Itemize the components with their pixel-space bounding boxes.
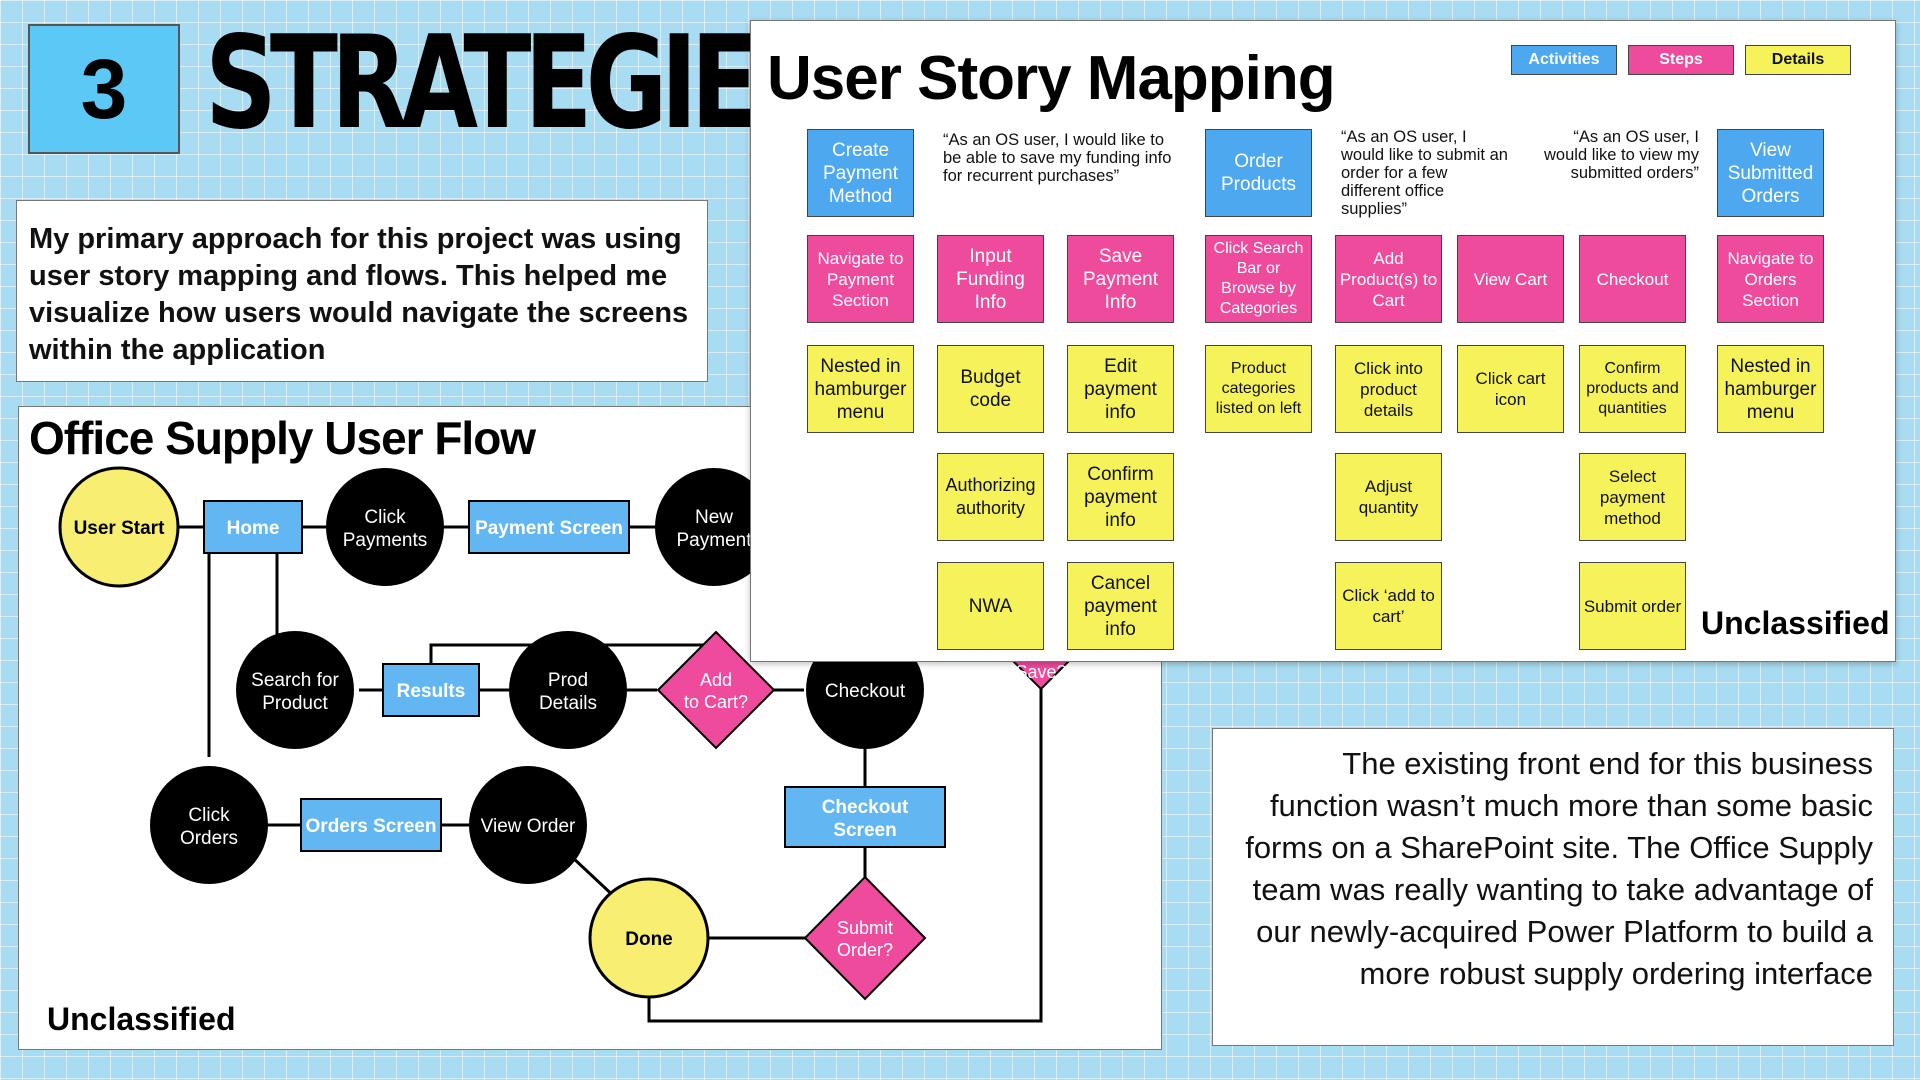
flow-node-payment-screen: Payment Screen (468, 500, 630, 554)
new-payment-label-2: Payment (677, 530, 753, 551)
flow-node-new-payment: New Payment (655, 468, 773, 586)
step-search-browse: Click Search Bar or Browse by Categories (1205, 235, 1312, 323)
detail-edit-payment: Edit payment info (1067, 345, 1174, 433)
user-story-quote-3: “As an OS user, I would like to view my … (1544, 128, 1699, 182)
click-orders-label-1: Click (188, 805, 230, 826)
prod-details-label-2: Details (539, 693, 597, 714)
flow-node-prod-details: Prod Details (509, 631, 627, 749)
results-label: Results (397, 681, 466, 702)
flow-node-click-payments: Click Payments (326, 468, 444, 586)
context-note-text: The existing front end for this business… (1245, 746, 1873, 991)
home-label: Home (227, 518, 280, 539)
detail-adjust-quantity: Adjust quantity (1335, 453, 1442, 541)
search-product-label-2: Product (262, 693, 328, 714)
activity-create-payment: Create Payment Method (807, 129, 914, 217)
add-to-cart-label-2: to Cart? (684, 692, 748, 712)
flow-node-checkout-screen: Checkout Screen (784, 786, 946, 848)
detail-confirm-products: Confirm products and quantities (1579, 345, 1686, 433)
story-map-card: User Story Mapping Activities Steps Deta… (750, 20, 1896, 662)
step-view-cart: View Cart (1457, 235, 1564, 323)
checkout-screen-label-1: Checkout (822, 797, 909, 818)
legend-steps: Steps (1628, 45, 1734, 75)
flow-node-click-orders: Click Orders (150, 766, 268, 884)
page-title: STRATEGIES (205, 9, 824, 158)
detail-click-add-to-cart: Click ‘add to cart’ (1335, 562, 1442, 650)
activity-order-products: Order Products (1205, 129, 1312, 217)
flow-node-search-product: Search for Product (236, 631, 354, 749)
flow-node-add-to-cart: Add to Cart? (656, 630, 776, 750)
search-product-label-1: Search for (251, 670, 339, 691)
intro-text: My primary approach for this project was… (29, 223, 689, 366)
checkout-screen-label-2: Screen (833, 820, 896, 841)
activity-view-orders: View Submitted Orders (1717, 129, 1824, 217)
flow-node-results: Results (382, 663, 480, 717)
section-number: 3 (80, 41, 128, 136)
flow-node-view-order: View Order (469, 766, 587, 884)
add-to-cart-label-1: Add (700, 670, 732, 690)
detail-click-cart-icon: Click cart icon (1457, 345, 1564, 433)
click-orders-label-2: Orders (180, 828, 238, 849)
context-note-card: The existing front end for this business… (1212, 728, 1894, 1046)
user-story-quote-1: “As an OS user, I would like to be able … (943, 131, 1172, 185)
detail-authorizing-authority: Authorizing authority (937, 453, 1044, 541)
flow-node-home: Home (203, 500, 303, 554)
click-payments-label-1: Click (364, 507, 406, 528)
view-order-label: View Order (481, 816, 576, 837)
user-story-quote-2: “As an OS user, I would like to submit a… (1341, 128, 1508, 218)
user-flow-title: Office Supply User Flow (29, 412, 536, 464)
detail-nested-menu-2: Nested in hamburger menu (1717, 345, 1824, 433)
step-navigate-payment: Navigate to Payment Section (807, 235, 914, 323)
detail-nested-menu-1: Nested in hamburger menu (807, 345, 914, 433)
detail-product-categories: Product categories listed on left (1205, 345, 1312, 433)
step-input-funding: Input Funding Info (937, 235, 1044, 323)
step-save-payment: Save Payment Info (1067, 235, 1174, 323)
detail-submit-order: Submit order (1579, 562, 1686, 650)
detail-click-product: Click into product details (1335, 345, 1442, 433)
prod-details-label-1: Prod (548, 670, 588, 691)
done-label: Done (625, 929, 673, 950)
step-navigate-orders: Navigate to Orders Section (1717, 235, 1824, 323)
payment-screen-label: Payment Screen (475, 518, 623, 539)
click-payments-label-2: Payments (343, 530, 427, 551)
detail-confirm-payment: Confirm payment info (1067, 453, 1174, 541)
story-map-title: User Story Mapping (767, 44, 1336, 113)
new-payment-label-1: New (695, 507, 733, 528)
submit-order-label-2: Order? (837, 940, 893, 960)
save-label: Save? (1015, 662, 1066, 682)
step-add-to-cart: Add Product(s) to Cart (1335, 235, 1442, 323)
flow-node-user-start: User Start (58, 466, 180, 588)
detail-budget-code: Budget code (937, 345, 1044, 433)
user-flow-classification: Unclassified (47, 1001, 236, 1037)
legend-details: Details (1745, 45, 1851, 75)
user-start-label: User Start (74, 518, 165, 539)
flow-node-done: Done (588, 877, 710, 999)
detail-nwa: NWA (937, 562, 1044, 650)
flow-node-submit-order: Submit Order? (803, 875, 927, 1001)
detail-cancel-payment: Cancel payment info (1067, 562, 1174, 650)
detail-select-payment: Select payment method (1579, 453, 1686, 541)
intro-card: My primary approach for this project was… (16, 200, 708, 382)
legend-activities: Activities (1511, 45, 1617, 75)
submit-order-label-1: Submit (837, 918, 893, 938)
step-checkout: Checkout (1579, 235, 1686, 323)
orders-screen-label: Orders Screen (306, 816, 437, 837)
flow-node-orders-screen: Orders Screen (300, 798, 442, 852)
story-map-classification: Unclassified (1701, 605, 1890, 641)
section-number-badge: 3 (28, 24, 180, 154)
checkout-label: Checkout (825, 681, 906, 702)
